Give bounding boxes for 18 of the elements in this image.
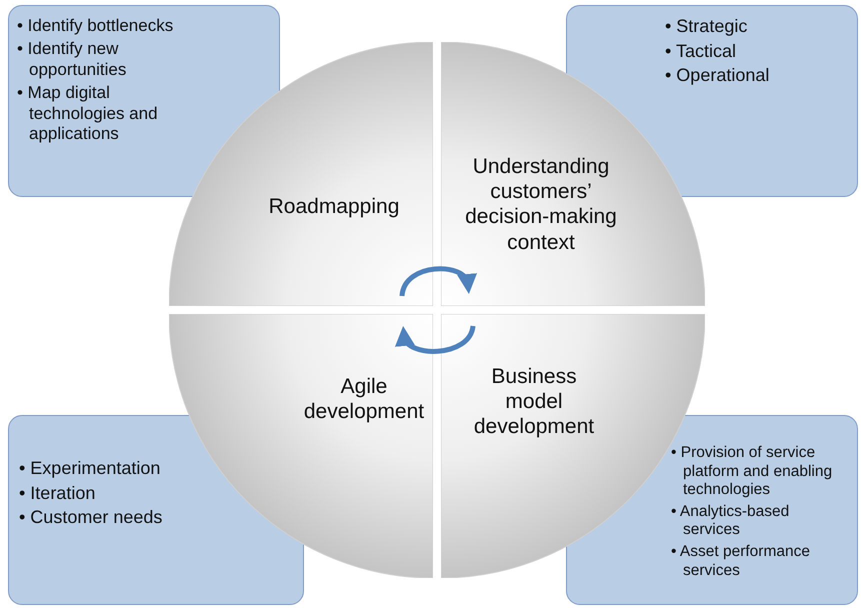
bullet-item: • Asset performance services [671, 542, 811, 580]
segment-label: Business model development [472, 364, 596, 440]
segment-label: Understanding customers’ decision-making context [464, 154, 618, 255]
bullet-item: • Identify new opportunities [17, 39, 128, 80]
bullet-item: • Experimentation [19, 458, 162, 480]
curved-arrow [400, 266, 474, 297]
bullet-item: • Iteration [19, 482, 96, 504]
bullet-item: • Customer needs [19, 507, 164, 529]
bullet-item: • Map digital technologies and applications [17, 83, 159, 144]
segment-label: Roadmapping [268, 194, 400, 220]
segment-label: Agile development [302, 374, 426, 424]
bullet-item: • Identify bottlenecks [17, 16, 174, 36]
bullet-item: • Tactical [665, 40, 737, 62]
bullet-item: • Analytics-based services [671, 502, 790, 540]
bullet-item: • Strategic [665, 16, 748, 38]
bullet-item: • Operational [665, 65, 770, 87]
curved-arrow [398, 325, 476, 354]
bullet-item: • Provision of service platform and enabling technologies [671, 444, 834, 500]
